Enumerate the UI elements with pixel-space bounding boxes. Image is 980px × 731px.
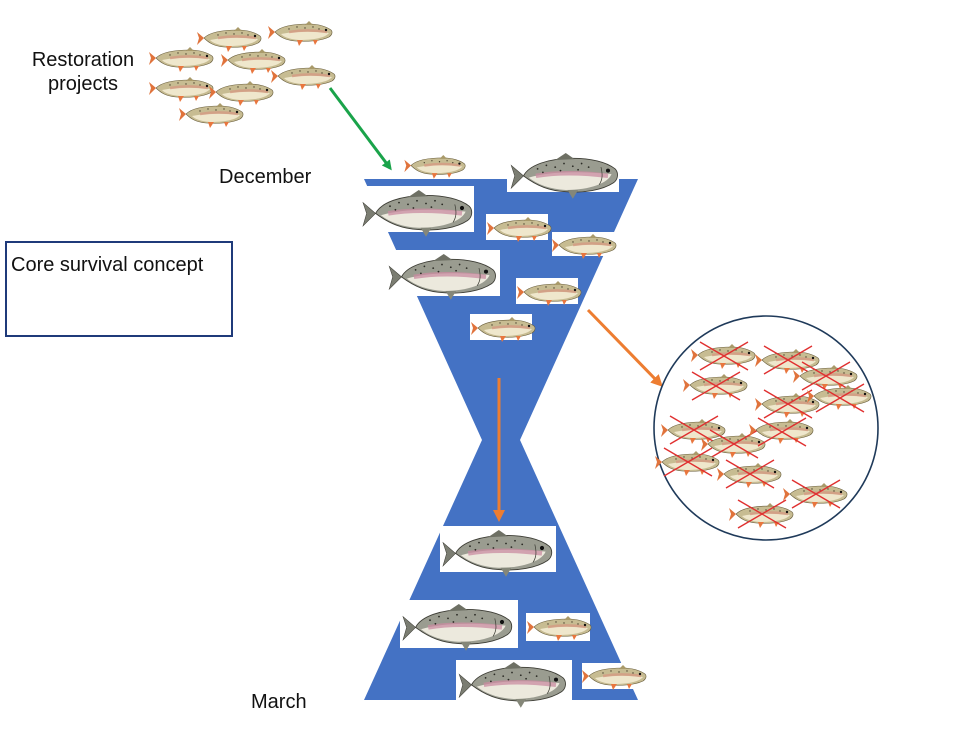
december-fish-group — [356, 152, 619, 344]
small-trout-icon — [207, 79, 275, 108]
small-trout-icon — [266, 19, 334, 48]
restoration-label: Restoration projects — [18, 48, 148, 96]
green-arrow — [328, 87, 392, 171]
small-trout-icon — [147, 45, 215, 74]
restoration-line-2: projects — [47, 73, 119, 95]
march-fish-group — [400, 526, 648, 708]
small-trout-icon — [219, 47, 287, 76]
december-label: December — [219, 166, 312, 188]
mortality-circle — [653, 315, 879, 541]
restoration-fish-group — [147, 19, 337, 130]
orange-arrow-right — [586, 308, 663, 387]
hourglass-funnel — [364, 179, 638, 700]
legend-title: Core survival concept — [11, 254, 204, 276]
small-trout-icon — [269, 63, 337, 92]
march-label: March — [251, 691, 307, 713]
legend-box: Core survival concept — [5, 241, 233, 337]
small-trout-icon — [195, 25, 263, 54]
restoration-line-1: Restoration — [31, 49, 135, 71]
small-trout-icon — [177, 101, 245, 130]
small-trout-icon — [147, 75, 215, 104]
